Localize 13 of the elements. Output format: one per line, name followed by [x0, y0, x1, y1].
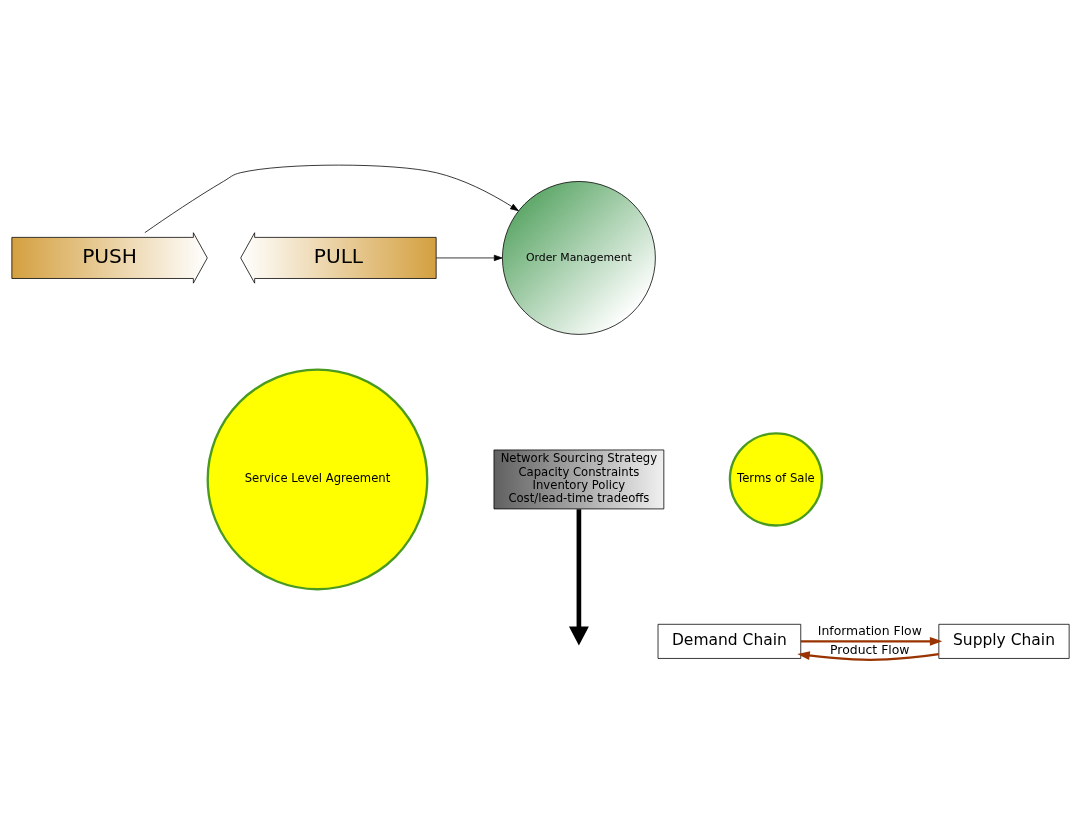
arrow	[797, 651, 939, 662]
node-box: Supply Chain	[938, 623, 1070, 659]
arrow	[568, 509, 589, 646]
node-box: Network Sourcing Strategy Capacity Constraints Inventory Policy Cost/lead-time tradeoffs	[493, 449, 665, 510]
edge-label: Product Flow	[830, 641, 910, 657]
node-circle: Order Management	[502, 181, 656, 335]
node-box: Demand Chain	[657, 623, 802, 659]
node-circle: Service Level Agreement	[206, 368, 429, 591]
arrow	[800, 637, 943, 646]
arrow	[435, 254, 503, 262]
arrow	[144, 164, 519, 234]
node-circle: Terms of Sale	[728, 432, 824, 527]
edge-label: Information Flow	[817, 623, 922, 639]
